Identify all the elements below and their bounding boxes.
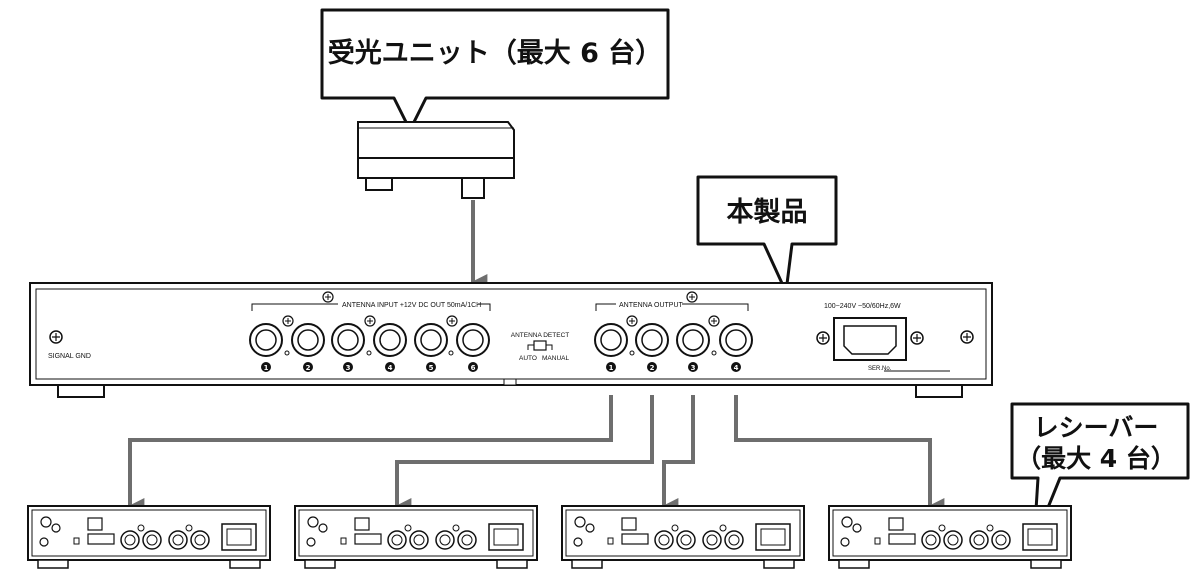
panel-screw-icon — [960, 330, 974, 344]
output-number-badge: 1 — [606, 362, 616, 372]
input-number-badge: 1 — [261, 362, 271, 372]
callout-light-unit: 受光ユニット（最大 6 台） — [320, 8, 670, 132]
antenna-output-connector — [676, 323, 710, 357]
input-number: 3 — [346, 364, 351, 372]
signal-gnd-label: SIGNAL GND — [48, 353, 91, 360]
input-number: 2 — [306, 364, 311, 372]
output-number: 4 — [734, 364, 739, 372]
input-number-badge: 4 — [385, 362, 395, 372]
serial-number-label: SER.No. — [868, 366, 892, 372]
callout-main-unit-label: 本製品 — [727, 197, 808, 228]
output-screw-icon — [626, 315, 638, 327]
output-2-connection-line — [395, 395, 654, 514]
light-receiving-unit — [357, 121, 515, 199]
antenna-detect-label: ANTENNA DETECT — [511, 332, 570, 339]
output-number: 3 — [691, 364, 696, 372]
callout-receiver: レシーバー （最大 4 台） — [1010, 402, 1190, 544]
output-number-badge: 3 — [688, 362, 698, 372]
callout-main-unit: 本製品 — [696, 175, 838, 294]
input-number-badge: 2 — [303, 362, 313, 372]
antenna-output-connector — [594, 323, 628, 357]
input-screw-icon — [446, 315, 458, 327]
output-connections — [128, 395, 945, 514]
input-number: 6 — [471, 364, 476, 372]
output-number: 1 — [609, 364, 614, 372]
output-1-connection-line — [128, 395, 613, 514]
antenna-input-connector — [291, 323, 325, 357]
receiver-unit — [27, 505, 271, 569]
input-number-badge: 6 — [468, 362, 478, 372]
receiver-unit — [828, 505, 1072, 569]
panel-screw-icon — [322, 291, 334, 303]
input-screw-icon — [364, 315, 376, 327]
power-inlet-icon — [833, 317, 907, 361]
main-unit-rear-panel: SIGNAL GND ANTENNA INPUT +12V DC OUT 50m… — [29, 282, 993, 398]
callout-receiver-line1: レシーバー — [1034, 413, 1159, 442]
antenna-input-connector — [414, 323, 448, 357]
input-number: 1 — [264, 364, 269, 372]
antenna-input-label: ANTENNA INPUT +12V DC OUT 50mA/1CH — [342, 302, 481, 309]
callout-receiver-line2: （最大 4 台） — [1016, 444, 1176, 473]
power-inlet-screw-icon — [816, 331, 830, 345]
antenna-input-connector — [373, 323, 407, 357]
power-rating-label: 100−240V ~50/60Hz,6W — [824, 303, 901, 310]
output-number-badge: 2 — [647, 362, 657, 372]
signal-gnd-screw-icon — [49, 330, 63, 344]
receiver-unit — [294, 505, 538, 569]
input-number: 5 — [429, 364, 434, 372]
receiver-unit — [561, 505, 805, 569]
input-screw-icon — [282, 315, 294, 327]
output-number: 2 — [650, 364, 655, 372]
antenna-input-connector — [456, 323, 490, 357]
callout-light-unit-label: 受光ユニット（最大 6 台） — [328, 37, 663, 69]
output-screw-icon — [708, 315, 720, 327]
manual-label: MANUAL — [542, 355, 569, 362]
auto-label: AUTO — [519, 355, 537, 362]
output-number-badge: 4 — [731, 362, 741, 372]
panel-screw-icon — [686, 291, 698, 303]
antenna-output-connector — [635, 323, 669, 357]
output-3-connection-line — [662, 395, 695, 514]
antenna-output-label: ANTENNA OUTPUT — [619, 302, 684, 309]
antenna-input-connector — [249, 323, 283, 357]
input-number: 4 — [388, 364, 393, 372]
input-number-badge: 5 — [426, 362, 436, 372]
antenna-input-connector — [331, 323, 365, 357]
power-inlet-screw-icon — [910, 331, 924, 345]
input-number-badge: 3 — [343, 362, 353, 372]
antenna-detect-switch — [533, 340, 547, 351]
output-4-connection-line — [734, 395, 945, 514]
antenna-output-connector — [719, 323, 753, 357]
